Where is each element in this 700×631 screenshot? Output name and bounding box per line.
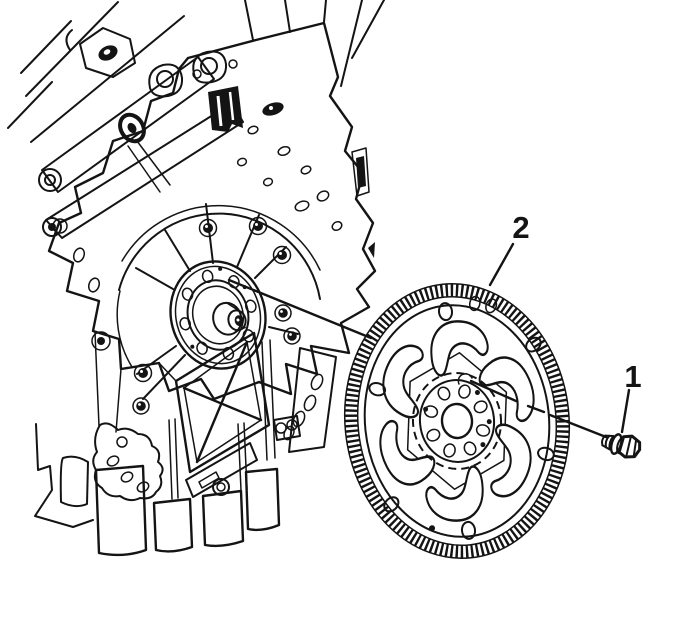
flexplate-bolt-illustration — [601, 433, 642, 459]
callout-2-label: 2 — [512, 210, 529, 245]
bolt-threads — [601, 434, 615, 451]
bolt-hex-head — [617, 434, 642, 459]
seal-grommet — [118, 112, 171, 193]
flexplate-web-lines — [406, 352, 508, 490]
crankcase-x-brace — [94, 331, 271, 474]
engine-top-cutoff-lines — [7, 0, 385, 143]
callout-1-leader-line — [620, 388, 631, 434]
callout-1: 1 — [620, 359, 642, 434]
flexplate-hub — [411, 372, 503, 470]
flexplate-rim-holes — [368, 295, 555, 540]
ring-gear-teeth — [344, 283, 570, 559]
flywheel-housing-arcs — [116, 203, 321, 400]
callout-2-leader-line — [488, 242, 515, 287]
ring-gear-outer-edge — [343, 283, 571, 559]
engine-face-holes — [52, 59, 375, 351]
engine-block-illustration — [7, 0, 385, 557]
flexplate-kidney-cutouts — [379, 320, 535, 522]
flexplate-center-hole — [440, 402, 474, 440]
callout-2: 2 — [488, 210, 530, 287]
flexplate-illustration — [343, 283, 571, 559]
ring-gear-inner-edge — [356, 296, 558, 546]
crankshaft-hub — [212, 301, 247, 336]
flange-to-flexplate-leader-line — [227, 278, 373, 340]
crankcase-rail — [185, 442, 258, 498]
callout-1-label: 1 — [624, 359, 641, 394]
oil-pan-skirt-legs — [34, 415, 301, 557]
side-panel-slots — [261, 339, 337, 461]
flexplate-rim — [363, 304, 551, 538]
oil-pan-bracket — [92, 422, 164, 502]
hub-to-bolt-leader-line — [457, 373, 608, 439]
engine-bolt-bosses — [132, 216, 301, 415]
engine-lift-bracket — [65, 27, 136, 78]
crankshaft-flange — [169, 260, 267, 370]
